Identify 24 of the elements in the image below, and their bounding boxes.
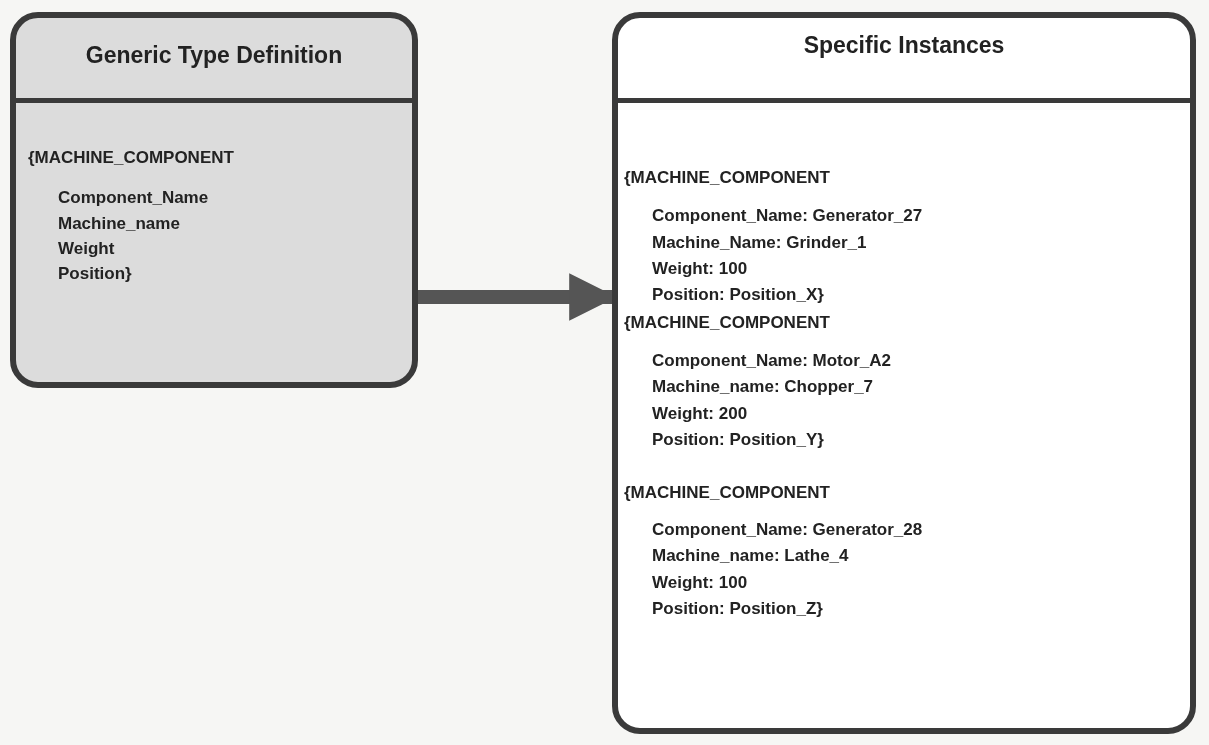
code-line: Position: Position_Z}: [652, 599, 823, 619]
code-line: Machine_Name: Grinder_1: [652, 233, 867, 253]
code-line: Position: Position_Y}: [652, 430, 824, 450]
code-line: Weight: 100: [652, 573, 748, 593]
code-line: Component_Name: Generator_28: [652, 520, 923, 540]
code-line: Machine_name: Chopper_7: [652, 377, 874, 397]
code-line: {MACHINE_COMPONENT: [624, 483, 830, 503]
type-card: [612, 12, 1196, 734]
code-line: {MACHINE_COMPONENT: [624, 168, 830, 188]
card-heading: Specific Instances: [802, 32, 1006, 59]
code-line: {MACHINE_COMPONENT: [624, 313, 830, 333]
code-line: Component_Name: Generator_27: [652, 206, 923, 226]
code-line: {MACHINE_COMPONENT: [28, 148, 234, 168]
type-card: [10, 12, 418, 388]
code-line: Weight: 200: [652, 404, 748, 424]
code-line: Weight: 100: [652, 259, 748, 279]
code-line: Machine_name: Lathe_4: [652, 546, 849, 566]
code-line: Weight: [58, 239, 115, 259]
code-line: Position}: [58, 264, 132, 284]
code-line: Machine_name: [58, 214, 180, 234]
card-heading: Generic Type Definition: [84, 42, 344, 69]
code-line: Component_Name: [58, 188, 209, 208]
code-line: Component_Name: Motor_A2: [652, 351, 891, 371]
code-line: Position: Position_X}: [652, 285, 824, 305]
